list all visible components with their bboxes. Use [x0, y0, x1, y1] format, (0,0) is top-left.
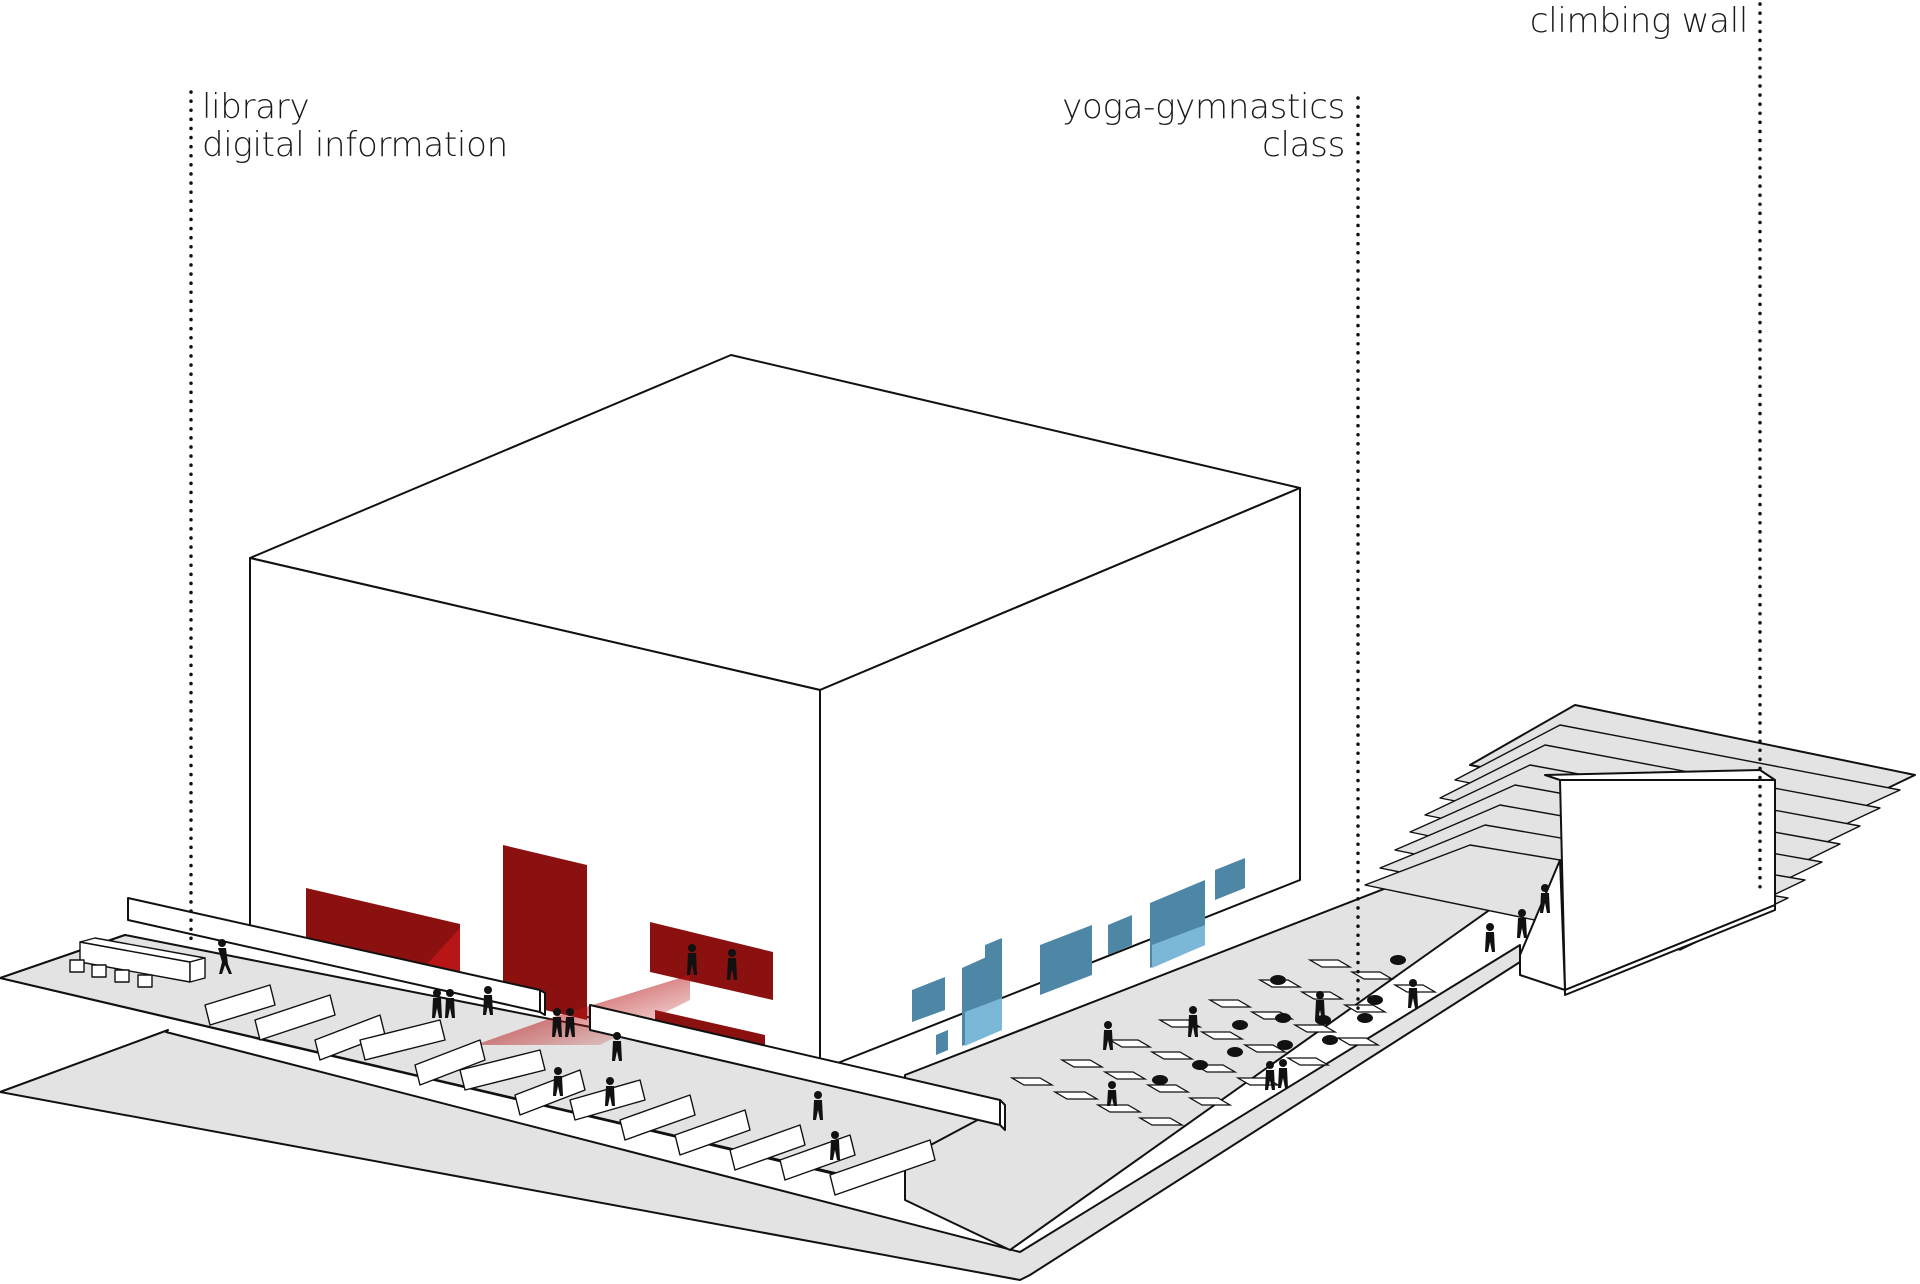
outer-floor [0, 944, 1521, 1281]
person [1517, 909, 1527, 938]
label-library: library [202, 87, 309, 127]
person [1278, 1059, 1288, 1088]
person [1103, 1021, 1113, 1050]
person [1107, 1081, 1117, 1106]
red-corridor-glow [475, 975, 690, 1045]
red-panel-2 [503, 845, 587, 1020]
red-panel-1-side [420, 928, 460, 972]
blue-openings [912, 858, 1245, 1055]
person [218, 939, 232, 974]
person [553, 1067, 563, 1096]
person [483, 986, 493, 1015]
person [1188, 1006, 1198, 1037]
person [1408, 979, 1418, 1008]
library-furniture [69, 937, 936, 1196]
label-class: class [1262, 125, 1345, 165]
red-panel-4 [655, 1010, 765, 1045]
person [1315, 991, 1325, 1020]
blue-window-7 [1215, 858, 1245, 900]
red-panel-3 [650, 922, 773, 1000]
person [687, 944, 697, 975]
person [432, 989, 442, 1018]
blue-window-1 [912, 977, 945, 1022]
person [830, 1131, 840, 1160]
label-yoga-gymnastics: yoga-gymnastics [1062, 87, 1345, 127]
blue-window-5 [1108, 915, 1132, 955]
person [1485, 923, 1495, 952]
climber [1540, 884, 1550, 913]
person [605, 1077, 615, 1106]
blue-window-3 [985, 938, 1002, 966]
person [565, 1008, 575, 1037]
person [552, 1008, 562, 1037]
blue-window-8 [936, 1030, 948, 1055]
person [445, 989, 455, 1018]
climbing-wall-block [1519, 769, 1776, 996]
people-silhouettes [218, 884, 1550, 1160]
person [813, 1091, 823, 1120]
labels: library digital information yoga-gymnast… [202, 1, 1748, 165]
person [727, 949, 737, 980]
label-digital-information: digital information [202, 125, 508, 165]
yoga-mats [1009, 959, 1438, 1126]
leader-lines [189, 2, 1762, 1012]
label-climbing-wall: climbing wall [1530, 1, 1748, 41]
person [612, 1032, 622, 1061]
library-walls [127, 897, 1006, 1131]
blue-window-4 [1040, 925, 1092, 995]
person [1265, 1061, 1275, 1090]
